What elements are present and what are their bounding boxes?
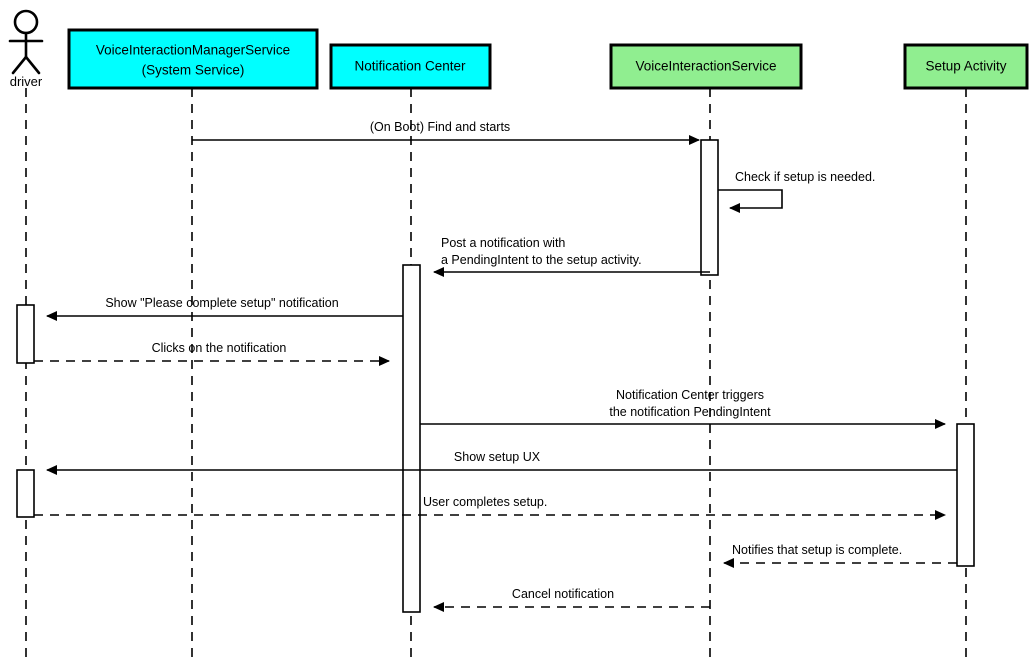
participant-vims-box[interactable] — [67, 28, 319, 90]
message-notifies-setup-complete[interactable]: Notifies that setup is complete. — [723, 543, 957, 568]
message-clicks-notification-label: Clicks on the notification — [152, 341, 287, 355]
message-user-completes-setup-label: User completes setup. — [423, 495, 547, 509]
message-triggers-pendingintent-label-line2: the notification PendingIntent — [609, 405, 771, 419]
message-find-and-starts[interactable]: (On Boot) Find and starts — [192, 120, 700, 145]
message-find-and-starts-label: (On Boot) Find and starts — [370, 120, 510, 134]
participant-setup-activity-box[interactable] — [903, 43, 1029, 90]
actor-driver[interactable]: driver — [8, 9, 44, 89]
participant-vims[interactable]: VoiceInteractionManagerService (System S… — [67, 28, 319, 90]
message-show-notification[interactable]: Show "Please complete setup" notificatio… — [46, 296, 403, 321]
participant-notification-center-label: Notification Center — [354, 59, 466, 74]
activation-voice-interaction-service — [700, 139, 719, 276]
message-cancel-notification[interactable]: Cancel notification — [433, 587, 710, 612]
participant-voice-interaction-service-box[interactable] — [609, 43, 803, 90]
participant-vims-label-line1: VoiceInteractionManagerService — [96, 43, 290, 58]
message-show-notification-label: Show "Please complete setup" notificatio… — [105, 296, 338, 310]
message-clicks-notification[interactable]: Clicks on the notification — [34, 341, 390, 366]
message-triggers-pendingintent-label-line1: Notification Center triggers — [616, 388, 764, 402]
participant-setup-activity[interactable]: Setup Activity — [903, 43, 1029, 90]
activation-setup-activity — [956, 423, 975, 567]
message-user-completes-setup[interactable]: User completes setup. — [34, 495, 946, 520]
message-show-setup-ux-label: Show setup UX — [454, 450, 541, 464]
participant-setup-activity-label: Setup Activity — [925, 59, 1006, 74]
message-post-notification-label-line1: Post a notification with — [441, 236, 565, 250]
actor-driver-label: driver — [10, 74, 43, 89]
actor-leg-left-icon — [11, 55, 28, 75]
message-show-setup-ux[interactable]: Show setup UX — [46, 450, 957, 475]
actor-head-icon — [13, 9, 39, 35]
message-check-setup[interactable]: Check if setup is needed. — [718, 170, 875, 213]
participant-voice-interaction-service-label: VoiceInteractionService — [635, 59, 776, 74]
message-check-setup-line — [718, 189, 783, 213]
activation-driver-2 — [16, 469, 35, 518]
activation-driver-1 — [16, 304, 35, 364]
participant-vims-label-line2: (System Service) — [142, 63, 245, 78]
message-check-setup-label: Check if setup is needed. — [735, 170, 875, 184]
participant-notification-center[interactable]: Notification Center — [329, 43, 492, 90]
message-post-notification[interactable]: Post a notification with a PendingIntent… — [433, 236, 710, 277]
message-cancel-notification-label: Cancel notification — [512, 587, 614, 601]
message-notifies-setup-complete-label: Notifies that setup is complete. — [732, 543, 902, 557]
participant-notification-center-box[interactable] — [329, 43, 492, 90]
message-triggers-pendingintent[interactable]: Notification Center triggers the notific… — [420, 388, 946, 429]
participant-voice-interaction-service[interactable]: VoiceInteractionService — [609, 43, 803, 90]
actor-leg-right-icon — [24, 55, 41, 75]
activation-notification-center — [402, 264, 421, 613]
message-post-notification-label-line2: a PendingIntent to the setup activity. — [441, 253, 642, 267]
